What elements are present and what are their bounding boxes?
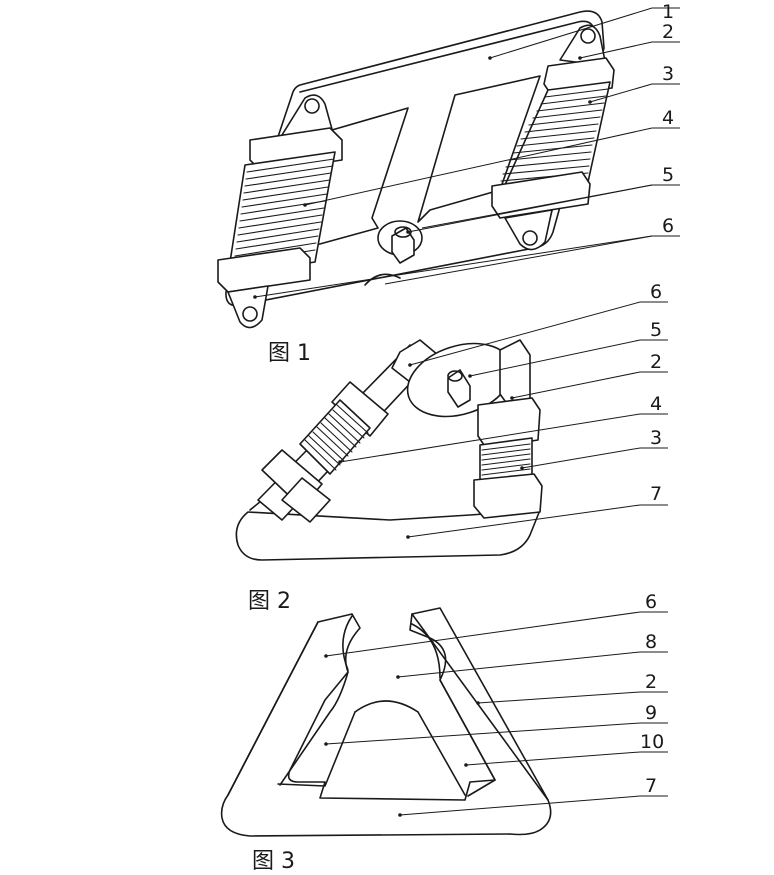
- fig1-label-4: 4: [662, 107, 674, 129]
- pivot-pin-part-5: [377, 220, 423, 264]
- figure-3-caption: 图 3: [252, 849, 295, 874]
- vertical-coil-column: [473, 339, 543, 519]
- fig2-label-6: 6: [650, 281, 662, 303]
- left-coil-assembly: [217, 94, 343, 329]
- fig1-label-1: 1: [662, 1, 674, 23]
- fig2-label-5: 5: [650, 319, 662, 341]
- figure-1-leaders: [253, 7, 680, 299]
- fig2-label-3: 3: [650, 427, 662, 449]
- fig1-label-3: 3: [662, 63, 674, 85]
- fig2-label-7: 7: [650, 483, 662, 505]
- fig1-label-5: 5: [662, 164, 674, 186]
- figure-2-drawing: [235, 339, 543, 561]
- figure-3-leaders: [324, 611, 668, 817]
- base-plate-part-7: [235, 509, 541, 561]
- fig3-label-8: 8: [645, 631, 657, 653]
- pin-part-5: [447, 369, 471, 408]
- figure-1-drawing: [217, 10, 615, 329]
- figure-3-drawing: [220, 607, 552, 837]
- figure-2-labels: 6 5 2 4 3 7: [650, 281, 662, 505]
- triangular-frame-part-7: [220, 607, 552, 837]
- fig3-label-9: 9: [645, 702, 657, 724]
- figure-3-labels: 6 8 2 9 10 7: [640, 591, 664, 797]
- fig1-label-6: 6: [662, 215, 674, 237]
- fig3-label-6: 6: [645, 591, 657, 613]
- fig3-label-2: 2: [645, 671, 657, 693]
- fig2-label-2: 2: [650, 351, 662, 373]
- right-coil-assembly: [491, 24, 615, 251]
- fig2-label-4: 4: [650, 393, 662, 415]
- fig3-label-7: 7: [645, 775, 657, 797]
- fig1-label-2: 2: [662, 21, 674, 43]
- figure-2-caption: 图 2: [248, 589, 291, 614]
- figure-1-labels: 1 2 3 4 5 6: [662, 1, 674, 237]
- figure-2-leaders: [338, 301, 668, 539]
- inclined-coil-arm: [257, 339, 439, 523]
- fig3-label-10: 10: [640, 731, 664, 753]
- figure-1-caption: 图 1: [268, 341, 311, 366]
